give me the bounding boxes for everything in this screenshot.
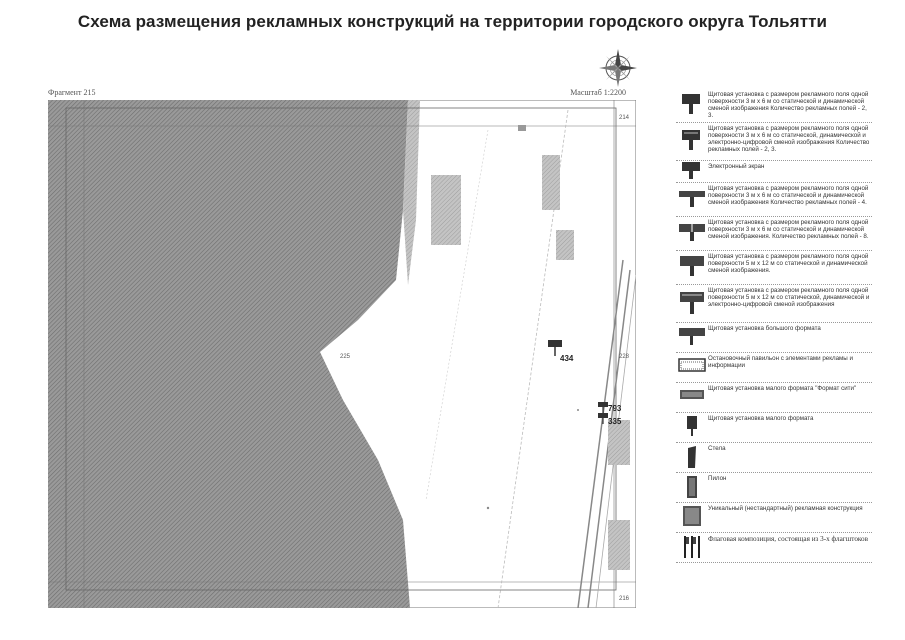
legend-item: Остановочный павильон с элементами рекла…	[676, 352, 872, 383]
inner-frame	[65, 107, 617, 591]
map-title: Схема размещения рекламных конструкций н…	[77, 12, 828, 31]
legend-text: Уникальный (нестандартный) рекламная кон…	[708, 505, 863, 512]
marker-label: 793	[608, 404, 622, 413]
road-line	[577, 259, 624, 608]
compass-rose-icon	[599, 49, 637, 87]
billboard-5x12-icon	[680, 256, 704, 276]
building	[431, 175, 461, 245]
grid-label: 225	[340, 354, 351, 360]
grid-label: 216	[619, 596, 630, 602]
billboard-icon	[598, 402, 608, 407]
legend-text: Щитовая установка с размером рекламного …	[708, 185, 869, 206]
legend-item: Щитовая установка с размером рекламного …	[676, 284, 872, 323]
building	[556, 230, 574, 260]
ad-marker-793[interactable]: 793	[598, 402, 622, 414]
legend-text: Щитовая установка с размером рекламного …	[708, 91, 869, 119]
fragment-label: Фрагмент 215	[48, 88, 96, 97]
legend-item: Пилон	[676, 472, 872, 503]
legend-text: Щитовая установка с размером рекламного …	[708, 253, 869, 274]
pavilion-icon	[678, 358, 706, 372]
road-line	[497, 109, 569, 608]
legend-item: Электронный экран	[676, 160, 872, 183]
pylon-icon	[687, 476, 697, 498]
shore-band	[403, 100, 420, 285]
map-point	[577, 409, 579, 411]
legend-item: Щитовая установка с размером рекламного …	[676, 122, 872, 161]
legend-text: Стела	[708, 445, 726, 452]
legend-text: Щитовая установка с размером рекламного …	[708, 287, 870, 308]
legend-text: Щитовая установка малого формата "Формат…	[708, 385, 857, 392]
building	[608, 420, 630, 465]
building	[518, 125, 526, 131]
large-format-icon	[679, 328, 705, 345]
legend-item: Стела	[676, 442, 872, 473]
legend-item: Уникальный (нестандартный) рекламная кон…	[676, 502, 872, 533]
hatched-territory	[48, 100, 410, 608]
map-point	[486, 506, 490, 510]
legend-text: Флаговая композиция, состоящая из 3-х фл…	[708, 535, 869, 543]
stele-icon	[688, 446, 696, 468]
map-fragment[interactable]: 214 216 225 228 434 793 335	[48, 100, 636, 608]
legend-text: Остановочный павильон с элементами рекла…	[708, 355, 853, 369]
legend-item: Щитовая установка с размером рекламного …	[676, 216, 872, 251]
legend-item: Щитовая установка малого формата "Формат…	[676, 382, 872, 413]
scale-label: Масштаб 1:2200	[570, 88, 626, 97]
city-format-icon	[680, 390, 704, 399]
electronic-screen-icon	[682, 162, 700, 179]
path-line	[425, 129, 489, 501]
billboard-4-fields-icon	[679, 191, 705, 207]
billboard-icon	[598, 413, 608, 418]
marker-label: 335	[608, 417, 622, 426]
legend-item: Флаговая композиция, состоящая из 3-х фл…	[676, 532, 872, 563]
legend-item: Щитовая установка с размером рекламного …	[676, 88, 872, 123]
flag-composition-icon	[684, 536, 700, 558]
legend-text: Щитовая установка с размером рекламного …	[708, 125, 870, 153]
legend-text: Щитовая установка с размером рекламного …	[708, 219, 869, 240]
legend-text: Щитовая установка малого формата	[708, 415, 814, 422]
marker-label: 434	[560, 354, 574, 363]
unique-structure-icon	[683, 506, 701, 526]
legend-item: Щитовая установка с размером рекламного …	[676, 250, 872, 285]
building	[542, 155, 560, 210]
legend-text: Щитовая установка большого формата	[708, 325, 821, 332]
building	[608, 520, 630, 570]
billboard-icon	[548, 340, 562, 347]
billboard-3x6-digital-icon	[682, 130, 700, 150]
legend-item: Щитовая установка большого формата	[676, 322, 872, 353]
legend-text: Пилон	[708, 475, 727, 482]
billboard-3x6-icon	[682, 94, 700, 114]
legend-item: Щитовая установка малого формата	[676, 412, 872, 443]
ad-marker-335[interactable]: 335	[598, 413, 622, 426]
map-header: Фрагмент 215 Масштаб 1:2200	[48, 88, 636, 100]
ad-marker-434[interactable]: 434	[548, 340, 574, 363]
legend-item: Щитовая установка с размером рекламного …	[676, 182, 872, 217]
billboard-8-fields-icon	[679, 222, 705, 241]
grid-label: 214	[619, 115, 630, 121]
grid-label: 228	[619, 354, 630, 360]
billboard-5x12-digital-icon	[680, 292, 704, 314]
legend: Щитовая установка с размером рекламного …	[676, 88, 872, 608]
small-format-icon	[687, 416, 697, 436]
legend-text: Электронный экран	[708, 163, 765, 170]
